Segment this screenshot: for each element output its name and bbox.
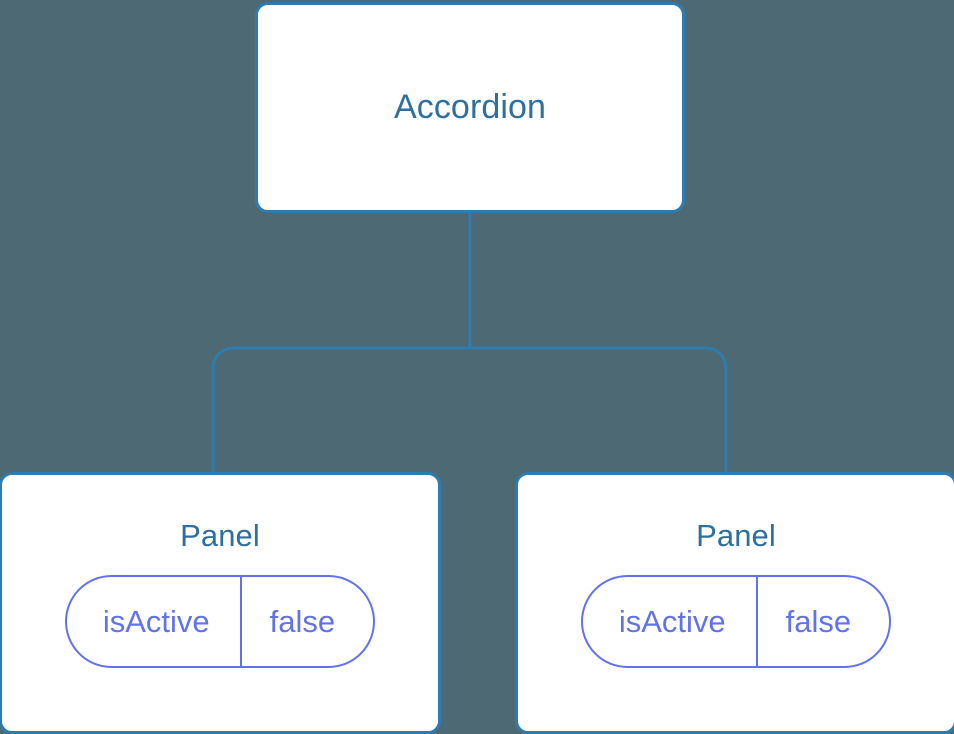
- edge-to-panel-right: [470, 346, 728, 474]
- prop-pill-left-isactive[interactable]: isActive false: [64, 575, 376, 669]
- prop-pill-right-isactive[interactable]: isActive false: [580, 575, 892, 669]
- prop-key-left-isactive: isActive: [102, 604, 210, 640]
- node-accordion[interactable]: Accordion: [255, 2, 685, 213]
- node-panel-right-label: Panel: [696, 518, 776, 553]
- node-panel-left-label: Panel: [180, 518, 260, 553]
- edge-to-panel-left: [211, 346, 470, 474]
- prop-value-left-isactive: false: [239, 577, 373, 667]
- node-panel-right[interactable]: Panel isActive false: [515, 472, 954, 734]
- node-accordion-label: Accordion: [393, 87, 547, 126]
- prop-key-right-isactive: isActive: [618, 604, 726, 640]
- node-panel-left[interactable]: Panel isActive false: [0, 472, 441, 734]
- prop-value-right-isactive: false: [755, 577, 889, 667]
